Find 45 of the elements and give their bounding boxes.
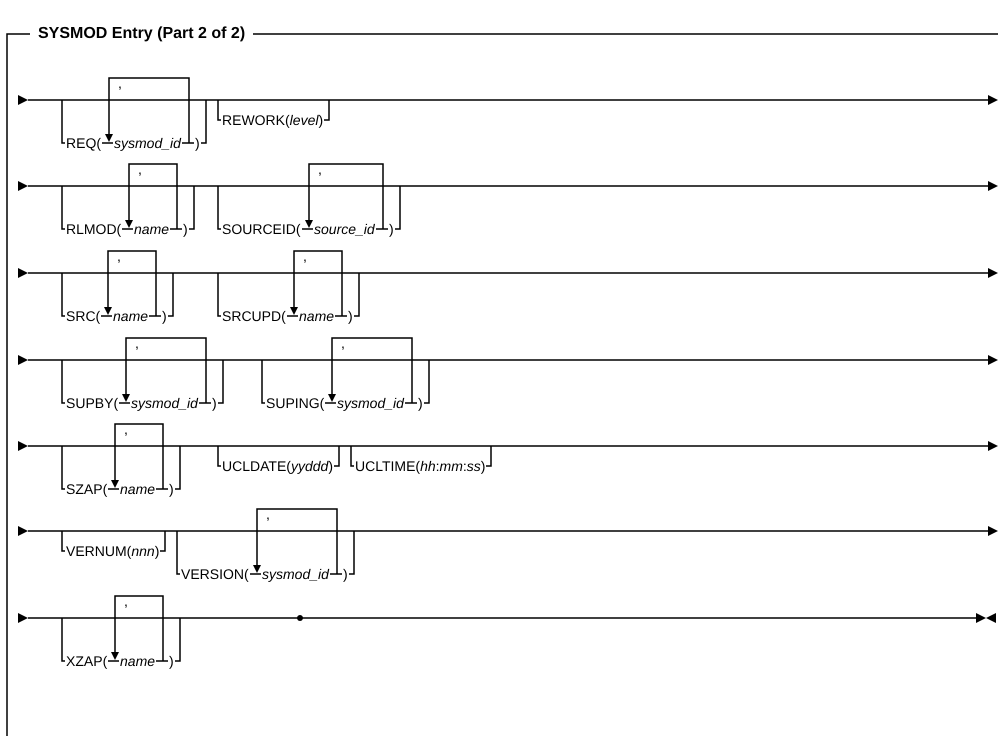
variable-text: source_id <box>314 222 375 237</box>
keyword-text: REQ( <box>66 136 101 151</box>
keyword-text: XZAP( <box>66 654 108 669</box>
closing-parenthesis: ) <box>162 308 167 324</box>
closing-parenthesis: ) <box>418 396 423 411</box>
repeat-separator: , <box>117 249 121 264</box>
variable-text: name <box>113 308 148 324</box>
keyword-text: UCLDATE(yyddd) <box>222 458 333 474</box>
closing-parenthesis: ) <box>183 222 188 237</box>
closing-parenthesis: ) <box>195 136 200 151</box>
variable-text: sysmod_id <box>131 396 198 411</box>
repeat-separator: , <box>118 76 122 92</box>
closing-parenthesis: ) <box>343 566 348 582</box>
keyword-text: RLMOD( <box>66 222 122 237</box>
closing-parenthesis: ) <box>169 482 174 497</box>
closing-parenthesis: ) <box>389 222 394 237</box>
closing-parenthesis: ) <box>169 654 174 669</box>
keyword-text: SUPING( <box>266 396 324 411</box>
variable-text: name <box>134 222 170 237</box>
keyword-text: SRCUPD( <box>222 308 286 324</box>
repeat-separator: , <box>266 507 270 522</box>
repeat-separator: , <box>124 422 128 438</box>
keyword-text: VERNUM(nnn) <box>66 544 160 559</box>
variable-text: name <box>299 308 334 324</box>
closing-parenthesis: ) <box>348 308 353 324</box>
repeat-separator: , <box>341 336 345 352</box>
variable-text: name <box>120 482 156 497</box>
closing-parenthesis: ) <box>212 396 217 411</box>
keyword-text: VERSION( <box>181 566 249 582</box>
keyword-text: SOURCEID( <box>222 222 301 237</box>
variable-text: sysmod_id <box>114 136 181 151</box>
repeat-separator: , <box>124 594 128 610</box>
repeat-separator: , <box>318 162 322 178</box>
repeat-separator: , <box>138 162 142 178</box>
variable-text: sysmod_id <box>337 396 404 411</box>
keyword-text: UCLTIME(hh:mm:ss) <box>355 458 486 474</box>
repeat-separator: , <box>303 249 307 264</box>
variable-text: name <box>120 654 156 669</box>
keyword-text: SUPBY( <box>66 396 118 411</box>
repeat-separator: , <box>135 336 139 352</box>
variable-text: sysmod_id <box>262 566 329 582</box>
diagram-title: SYSMOD Entry (Part 2 of 2) <box>30 25 254 43</box>
keyword-text: REWORK(level) <box>222 112 324 128</box>
keyword-text: SZAP( <box>66 482 108 497</box>
keyword-text: SRC( <box>66 308 100 324</box>
